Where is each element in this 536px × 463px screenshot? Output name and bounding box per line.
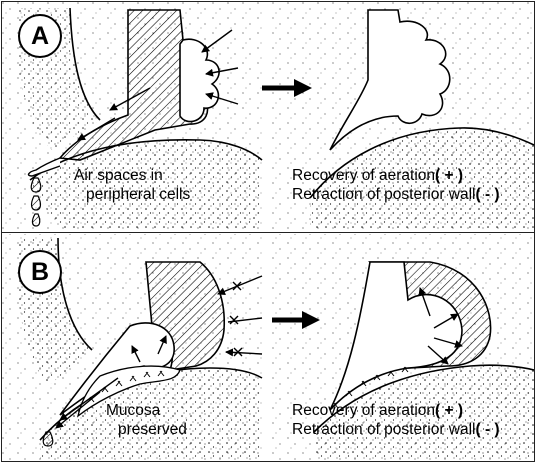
- panel-a-right-caption-text-2: Retraction of posterior wall: [292, 186, 476, 203]
- panel-a-left-caption-line-2: peripheral cells: [86, 186, 190, 204]
- panel-b-right-sign-2: ( - ): [476, 421, 500, 438]
- panel-a-label: A: [18, 14, 62, 58]
- panel-a-right-caption-text-1: Recovery of aeration: [292, 167, 435, 184]
- panel-b-left-drop: [43, 432, 53, 446]
- panel-a-left-caption-line-1: Air spaces in: [74, 167, 163, 185]
- panel-b-left-caption-line-1: Mucosa: [106, 402, 160, 420]
- panel-b-right-caption-text-1: Recovery of aeration: [292, 402, 435, 419]
- panel-a-left-drop-2: [32, 196, 41, 210]
- panel-b-label: B: [18, 250, 62, 294]
- panel-b-right-caption-line-1: Recovery of aeration( + ): [292, 402, 463, 420]
- panel-b-right-caption-text-2: Retraction of posterior wall: [292, 421, 476, 438]
- panel-b-right-caption-line-2: Retraction of posterior wall( - ): [292, 421, 500, 439]
- panel-b-right-sign-1: ( + ): [435, 402, 463, 419]
- panel-a-left-drop-1: [31, 178, 41, 192]
- panel-a-right-sign-2: ( - ): [476, 186, 500, 203]
- panel-a-left-drop-3: [32, 214, 39, 226]
- panel-a-right-sign-1: ( + ): [435, 167, 463, 184]
- panel-a-right-caption-line-1: Recovery of aeration( + ): [292, 167, 463, 185]
- panel-a-right-caption-line-2: Retraction of posterior wall( - ): [292, 186, 500, 204]
- panel-b-left-caption-line-2: preserved: [118, 421, 187, 439]
